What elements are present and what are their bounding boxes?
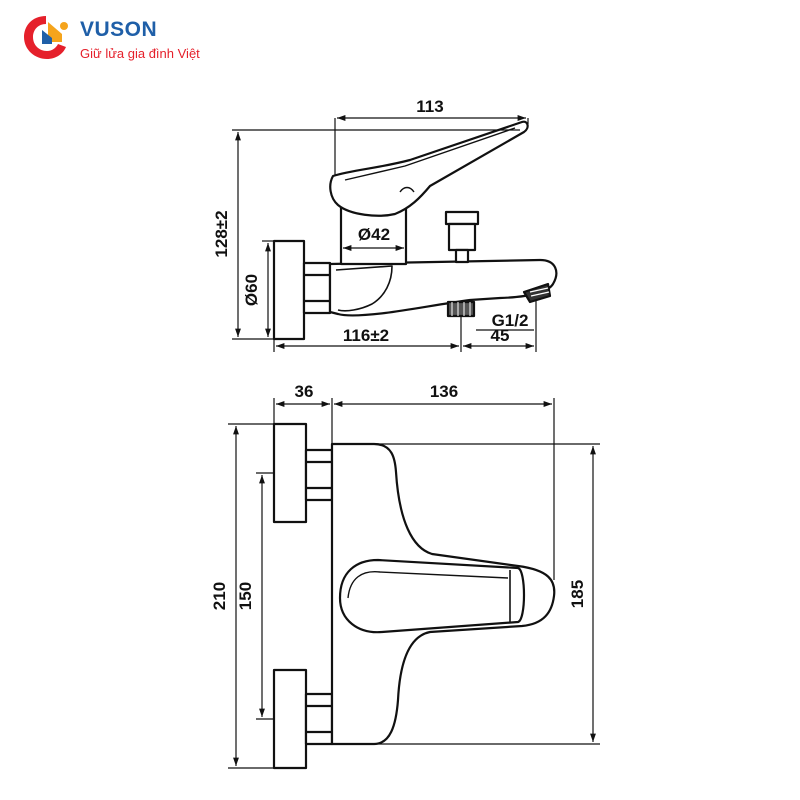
dim-cap-depth: 36 [295,382,314,401]
side-hex-nut [302,261,332,315]
dim-cap-diameter: Ø60 [242,274,261,306]
side-view [272,120,558,341]
dim-outlet-offset: 45 [491,326,510,345]
dim-body-height: 185 [568,580,587,608]
side-diverter-knob [444,210,480,226]
dim-handle-length: 113 [416,97,443,116]
dim-center-distance: 150 [236,582,255,610]
vuson-logo-icon [24,16,68,59]
side-lever-handle [329,120,529,217]
dim-thread: G1/2 [492,311,529,330]
side-wall-cap [272,239,306,341]
front-top-wall-cap [272,422,308,524]
front-lever-handle [338,558,526,634]
front-view-dimensions [228,398,600,769]
front-bottom-wall-cap [272,668,308,770]
front-view [272,422,556,770]
dim-total-height: 210 [210,582,229,610]
brand-name: VUSON [80,18,158,41]
dim-spout-reach: 116±2 [343,326,389,345]
front-top-hex-nut [304,448,334,502]
side-view-dimensions [232,115,537,352]
dim-body-width: 136 [430,382,458,401]
dim-body-diameter: Ø42 [358,225,390,244]
brand-logo: VUSON Giữ lửa gia đình Việt [18,12,238,64]
front-bottom-hex-nut [304,692,334,746]
dim-height: 128±2 [212,210,231,257]
brand-tagline: Giữ lửa gia đình Việt [80,46,200,61]
side-spout-body [328,258,558,317]
